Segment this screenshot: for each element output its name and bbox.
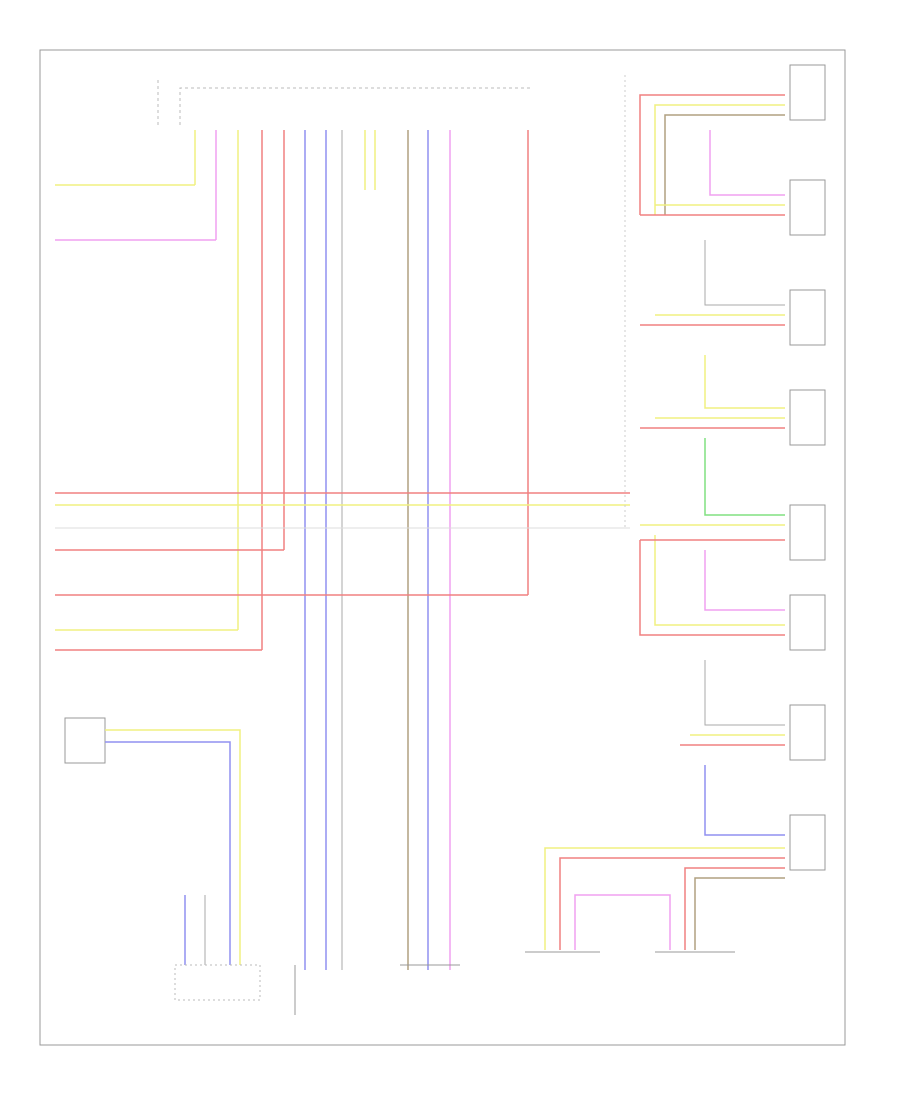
right-module-wires [639, 94, 785, 836]
right-modules [624, 64, 826, 871]
bottom-left-components [64, 717, 460, 1015]
control-module-connector [157, 80, 530, 125]
bottom-right-wires [525, 847, 785, 953]
top-harness-wires [194, 130, 529, 970]
left-input-wires [55, 184, 630, 651]
diagram-frame [39, 49, 846, 1046]
